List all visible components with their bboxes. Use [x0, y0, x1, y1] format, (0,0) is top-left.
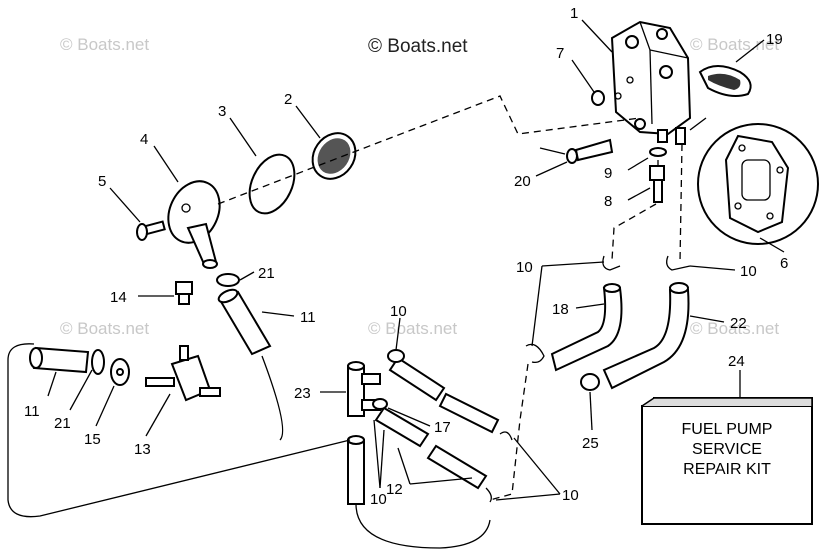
callout-17: 17 [434, 419, 451, 436]
callout-18: 18 [552, 301, 569, 318]
hose-route-line [261, 355, 284, 441]
clip-10 [602, 255, 621, 271]
callout-2: 2 [284, 91, 292, 108]
o-ring-9 [649, 147, 667, 157]
o-ring-7 [591, 90, 605, 106]
hose-11-upper [217, 288, 272, 356]
bolt-20 [566, 138, 614, 164]
callout-15: 15 [84, 431, 101, 448]
hose-18 [550, 283, 623, 372]
callout-24: 24 [728, 353, 745, 370]
kit-text-line2: SERVICE [692, 441, 762, 458]
hose-route-line [7, 343, 351, 518]
clip-10 [485, 487, 492, 503]
callout-4: 4 [140, 131, 148, 148]
callout-19: 19 [766, 31, 783, 48]
callout-10: 10 [370, 491, 387, 508]
callout-9: 9 [604, 165, 612, 182]
fuel-pump-body [610, 20, 692, 145]
callout-21: 21 [54, 415, 71, 432]
callout-21: 21 [258, 265, 275, 282]
callout-10: 10 [390, 303, 407, 320]
watermark: © Boats.net [368, 319, 457, 338]
pump-cover [167, 180, 221, 269]
callout-1: 1 [570, 5, 578, 22]
clamp-25 [580, 373, 600, 391]
callout-20: 20 [514, 173, 531, 190]
seal-ring [248, 153, 296, 215]
filter-screen [311, 132, 357, 180]
clip-10 [499, 431, 513, 441]
assembly-dash-line [679, 143, 683, 263]
callout-8: 8 [604, 193, 612, 210]
leader-lines [47, 19, 785, 501]
callout-3: 3 [218, 103, 226, 120]
callout-7: 7 [556, 45, 564, 62]
clip-10 [666, 255, 691, 271]
screw-5 [136, 220, 166, 241]
hose-22 [602, 282, 690, 390]
bolt-14 [175, 281, 193, 305]
callout-14: 14 [110, 289, 127, 306]
assembly-dash-line [489, 363, 529, 501]
callout-12: 12 [386, 481, 403, 498]
callout-5: 5 [98, 173, 106, 190]
callout-23: 23 [294, 385, 311, 402]
repair-kit-box [641, 397, 813, 525]
watermark: © Boats.net [60, 35, 149, 54]
watermark: © Boats.net [60, 319, 149, 338]
callout-6: 6 [780, 255, 788, 272]
kit-text-line3: REPAIR KIT [683, 461, 771, 478]
clip-10 [387, 349, 405, 363]
watermark: © Boats.net [690, 319, 779, 338]
fitting-13 [145, 345, 221, 402]
assembly-dash-line [217, 95, 641, 205]
clamp-21-upper [216, 273, 240, 287]
callout-10: 10 [740, 263, 757, 280]
callout-22: 22 [730, 315, 747, 332]
callout-11: 11 [300, 309, 316, 326]
hose-route-line [355, 503, 491, 549]
watermark-main: © Boats.net [368, 36, 468, 57]
watermark: © Boats.net [690, 35, 779, 54]
hose-11-lower [29, 346, 90, 374]
callout-10: 10 [516, 259, 533, 276]
washer-15 [110, 358, 130, 386]
callout-25: 25 [582, 435, 599, 452]
fitting-8 [649, 165, 665, 203]
callout-10: 10 [562, 487, 579, 504]
clip-10 [525, 343, 545, 364]
callout-11: 11 [24, 403, 40, 420]
kit-text-line1: FUEL PUMP [682, 421, 773, 438]
assembly-dash-line [611, 203, 657, 261]
callout-13: 13 [134, 441, 151, 458]
tee-fitting-23 [347, 361, 381, 417]
gasket-small [698, 65, 752, 97]
clamp-21-lower [91, 349, 105, 375]
clamp-17 [372, 398, 388, 410]
gasket-detail-circle [689, 117, 819, 245]
